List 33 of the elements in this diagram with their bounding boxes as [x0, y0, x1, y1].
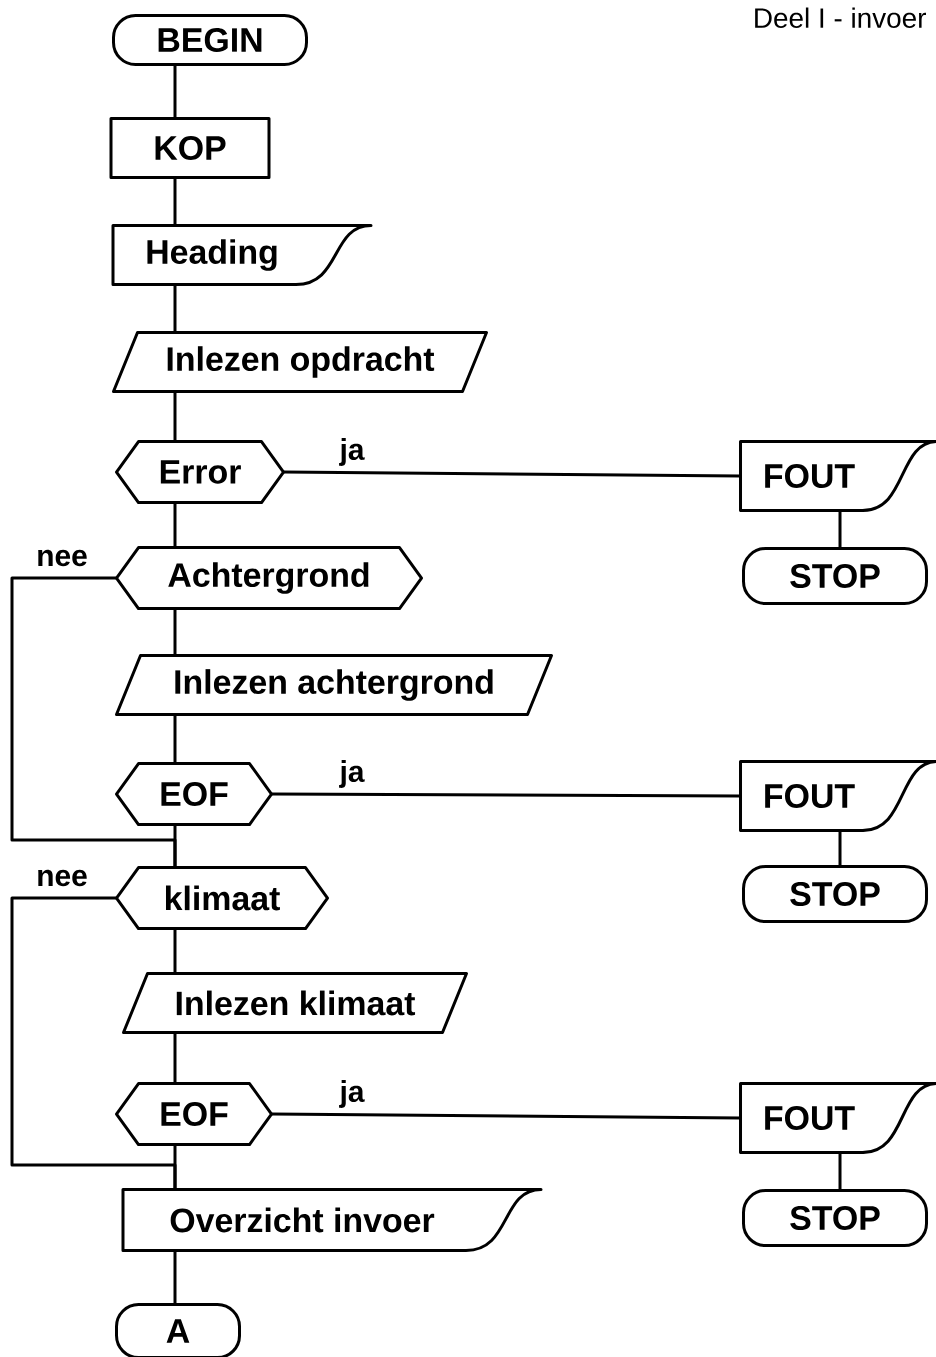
input-parallelogram: Inlezen achtergrond — [115, 654, 553, 716]
connector-line — [838, 510, 842, 549]
connector-line — [173, 284, 177, 333]
connector-line — [173, 1144, 177, 1190]
connector-line — [173, 1032, 177, 1084]
connector-line — [173, 928, 177, 974]
decision-hexagon: EOF — [115, 1082, 273, 1146]
connector-line — [173, 177, 177, 226]
connector-line — [173, 1250, 177, 1305]
connector-line — [173, 824, 177, 868]
connector-line — [173, 714, 177, 764]
connector-line — [838, 830, 842, 867]
edge-label: nee — [35, 548, 89, 568]
connector-line — [173, 391, 177, 442]
edge-label: ja — [338, 437, 366, 467]
connector-line — [283, 470, 741, 478]
input-parallelogram: Inlezen opdracht — [112, 331, 488, 393]
connector-line — [173, 64, 177, 119]
edge-label: ja — [338, 1079, 366, 1109]
decision-hexagon: Achtergrond — [115, 546, 423, 610]
connector-line — [838, 1152, 842, 1191]
input-parallelogram: Inlezen klimaat — [122, 972, 468, 1034]
decision-hexagon: Error — [115, 440, 285, 504]
connector-line — [271, 1112, 741, 1120]
connector-line — [173, 502, 177, 548]
page-heading: Deel I - invoer — [755, 7, 926, 28]
decision-hexagon: EOF — [115, 762, 273, 826]
edge-label: ja — [338, 759, 366, 789]
process-box: KOP — [109, 117, 271, 179]
connector-line — [173, 608, 177, 656]
decision-hexagon: klimaat — [115, 866, 329, 930]
connector-line — [271, 792, 741, 798]
edge-label: nee — [35, 868, 89, 888]
